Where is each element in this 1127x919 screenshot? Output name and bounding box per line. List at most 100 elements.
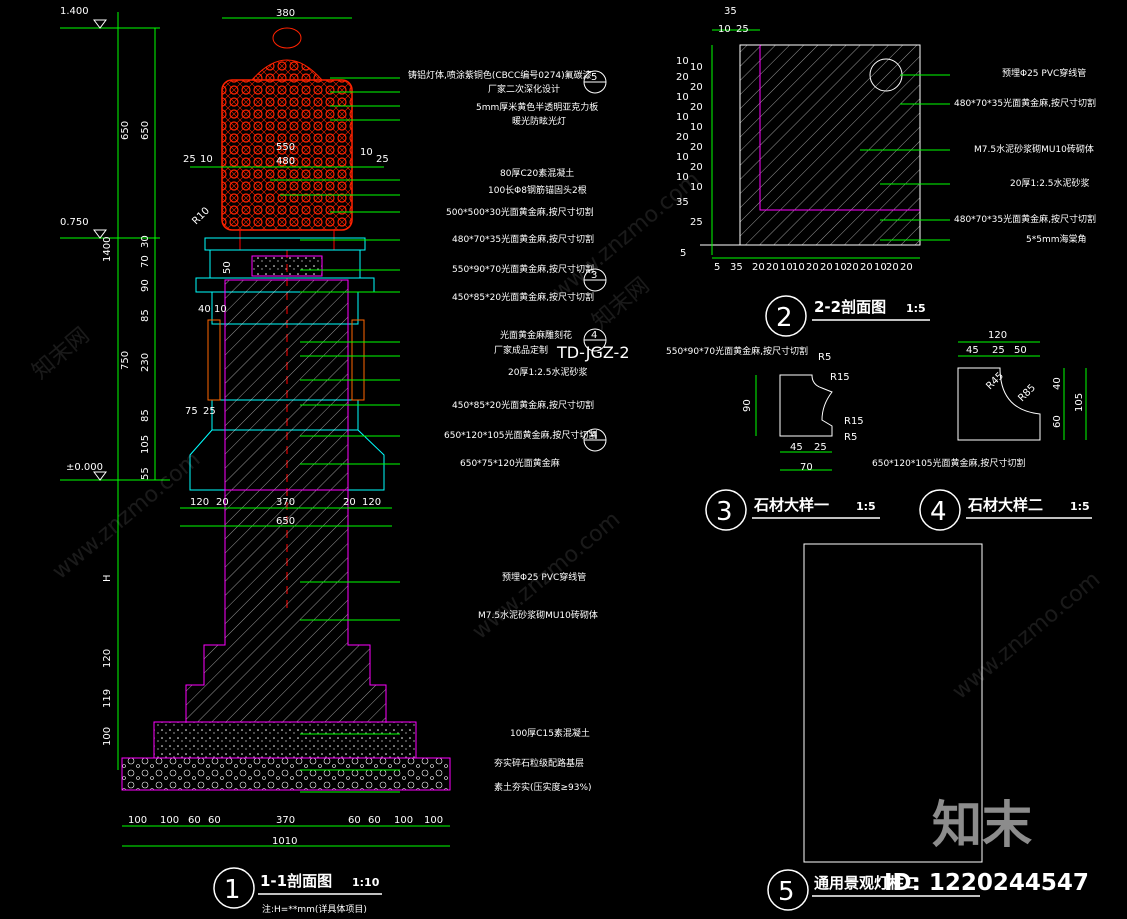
ldim-120: 120 [102,649,113,668]
note-17: 预埋Φ25 PVC穿线管 [502,571,586,583]
s22l-14: 35 [676,197,689,208]
bdim2-60b: 60 [208,815,221,826]
s22l-11: 20 [690,162,703,173]
d4-60: 60 [1052,415,1063,428]
d4-title: 石材大样二 [967,496,1043,514]
s22-note-4: 480*70*35光面黄金麻,按尺寸切割 [954,213,1096,225]
s22b-4: 10 [780,262,793,273]
bdim2-60c: 60 [348,815,361,826]
ldim-750: 750 [120,351,131,370]
sec22-left-dims: 10 10 20 20 10 20 10 10 20 20 10 20 10 1… [676,56,703,259]
s22l-16: 5 [680,248,686,259]
s22b-2: 20 [752,262,765,273]
d3-label: 550*90*70光面黄金麻,按尺寸切割 [666,345,808,357]
s22l-4: 10 [676,92,689,103]
bdim2-100b: 100 [160,815,179,826]
note-3: 5mm厚米黄色半透明亚克力板 [476,101,598,113]
note-4: 暖光防眩光灯 [512,115,566,127]
d4-40: 40 [1052,377,1063,390]
title-1-1-scale: 1:10 [352,876,380,889]
section-1-1-notes: 铸铝灯体,喷涂紫铜色(CBCC编号0274)氟碳漆 厂家二次深化设计 5mm厚米… [408,69,598,793]
d3-r15a: R15 [830,372,850,383]
note-11: 光面黄金麻雕刻花 [500,329,572,341]
note-19: 100厚C15素混凝土 [510,727,590,739]
idim-70: 70 [140,255,151,268]
d3-title-num: 3 [716,497,733,527]
note-10: 450*85*20光面黄金麻,按尺寸切割 [452,291,594,303]
idim-230: 230 [140,353,151,372]
note-9: 550*90*70光面黄金麻,按尺寸切割 [452,263,594,275]
s22-note-1: 480*70*35光面黄金麻,按尺寸切割 [954,97,1096,109]
dim-25c: 25 [203,406,216,417]
idim-55: 55 [140,467,151,480]
dim-25a: 25 [183,154,196,165]
dim-10b: 10 [360,147,373,158]
lantern [221,27,353,610]
s22b-8: 10 [834,262,847,273]
s22b-13: 20 [900,262,913,273]
bdim2-total: 1010 [272,836,297,847]
marker-4b: 4 [591,430,597,441]
detail-3: 550*90*70光面黄金麻,按尺寸切割 R5 R15 R15 R5 90 45… [666,345,880,531]
s22b-9: 20 [846,262,859,273]
d3-r5b: R5 [844,432,857,443]
note-16: 650*75*120光面黄金麻 [460,457,560,469]
note-15: 650*120*105光面黄金麻,按尺寸切割 [444,429,597,441]
s22l-6: 10 [676,112,689,123]
logo-mark: 知末 [932,796,1032,854]
dim-r10: R10 [190,205,212,227]
d3-25: 25 [814,442,827,453]
level-base: ±0.000 [66,462,103,473]
s22l-0: 10 [676,56,689,67]
dim-10c: 10 [214,304,227,315]
sec22-top-35: 35 [724,6,737,17]
wm-cn-2: 知末网 [588,273,655,335]
bdim1-120b: 120 [362,497,381,508]
id-text: ID: 1220244547 [884,870,1089,896]
dim-380: 380 [276,8,295,19]
s22b-5: 10 [792,262,805,273]
s22l-7: 10 [690,122,703,133]
level-mid: 0.750 [60,217,89,228]
d5-title-num: 5 [778,877,795,907]
d3-scale: 1:5 [856,500,876,513]
marker-4a: 4 [591,330,597,341]
d3-45: 45 [790,442,803,453]
d3-90: 90 [742,399,753,412]
wm-cn-1: 知末网 [28,323,95,385]
d4-105: 105 [1074,393,1085,412]
marker-5: 5 [591,72,597,83]
sec22-title-num: 2 [776,303,793,333]
bdim1-20b: 20 [343,497,356,508]
bdim1-total: 650 [276,516,295,527]
s22b-12: 20 [886,262,899,273]
bdim2-60d: 60 [368,815,381,826]
s22b-1: 35 [730,262,743,273]
s22l-8: 20 [676,132,689,143]
note-14: 450*85*20光面黄金麻,按尺寸切割 [452,399,594,411]
ldim-119: 119 [102,689,113,708]
section-2-2: 35 10 2 5 10 10 20 20 10 20 10 10 20 20 1… [676,6,1096,337]
title-1-1: 1 1-1剖面图 1:10 注:H=**mm(详具体项目) [213,867,382,915]
ldim-1400: 1400 [102,237,113,262]
ldim-650a: 650 [120,121,131,140]
s22-note-2: M7.5水泥砂浆砌MU10砖砌体 [974,143,1094,155]
s22l-2: 20 [676,72,689,83]
bdim1-120a: 120 [190,497,209,508]
s22-note-0: 预埋Φ25 PVC穿线管 [1002,67,1086,79]
note-21: 素土夯实(压实度≥93%) [494,781,592,793]
bdim2-100a: 100 [128,815,147,826]
d4-label: 650*120*105光面黄金麻,按尺寸切割 [872,457,1025,469]
dim-480: 480 [276,156,295,167]
s22b-11: 10 [874,262,887,273]
ref-code: TD-JGZ-2 [556,343,630,362]
marker-3: 3 [591,270,597,281]
d4-50: 50 [1014,345,1027,356]
note-20: 夯实碎石粒级配路基层 [494,757,584,769]
wm-text-2: www.znzmo.com [468,507,625,645]
d3-r5a: R5 [818,352,831,363]
title-num-1: 1 [224,875,241,905]
note-2: 厂家二次深化设计 [488,83,560,95]
s22b-10: 20 [860,262,873,273]
